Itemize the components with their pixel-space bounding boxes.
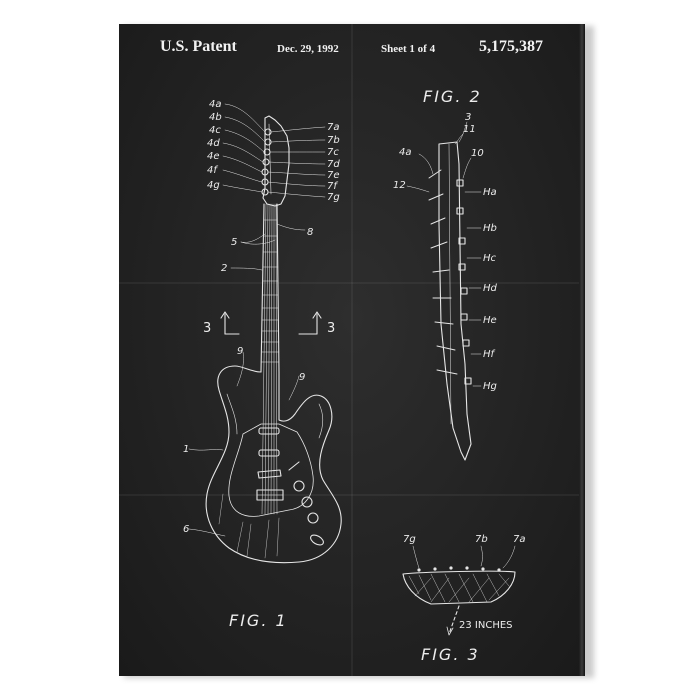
selector-switch xyxy=(288,461,300,471)
patent-print-canvas: U.S. Patent Dec. 29, 1992 Sheet 1 of 4 5… xyxy=(119,24,585,676)
label-2: 2 xyxy=(221,263,227,274)
label-9-right: 9 xyxy=(299,372,305,383)
fig1-title: FIG. 1 xyxy=(229,611,288,630)
section-3-right: 3 xyxy=(327,321,335,336)
patent-label: U.S. Patent xyxy=(160,38,237,55)
label-7a-fig3: 7a xyxy=(513,534,526,545)
label-7b-fig3: 7b xyxy=(475,534,488,545)
height-leaders xyxy=(406,121,482,387)
label-Hb: Hb xyxy=(483,223,497,234)
label-7c: 7c xyxy=(327,147,339,158)
section-marker-right xyxy=(298,311,322,335)
neck-right-edge xyxy=(276,203,280,373)
label-4a: 4a xyxy=(209,99,222,110)
string-dots xyxy=(417,566,501,572)
headstock-profile-drawing xyxy=(406,121,482,461)
label-4d: 4d xyxy=(207,138,220,149)
label-7d: 7d xyxy=(327,159,340,170)
guitar-body-outline xyxy=(205,365,342,564)
label-Hd: Hd xyxy=(483,283,498,294)
label-7g: 7g xyxy=(327,192,340,203)
label-fig2-4a: 4a xyxy=(399,147,412,158)
label-4f: 4f xyxy=(207,165,218,176)
peg-posts-fig2 xyxy=(428,169,458,375)
pickup-middle xyxy=(258,449,280,457)
neck-left-edge xyxy=(260,203,265,373)
fretboard-section xyxy=(402,570,516,605)
volume-knob xyxy=(293,480,305,492)
label-9-left: 9 xyxy=(237,346,243,357)
label-7g-fig3: 7g xyxy=(403,534,416,545)
strings xyxy=(261,203,278,515)
label-radius: 23 INCHES xyxy=(459,620,513,631)
patent-number: 5,175,387 xyxy=(479,38,543,55)
pickguard xyxy=(228,423,314,517)
label-fig2-11: 11 xyxy=(463,124,476,135)
label-7a: 7a xyxy=(327,122,340,133)
label-fig2-12: 12 xyxy=(393,180,406,191)
label-5: 5 xyxy=(231,237,237,248)
sheet-number: Sheet 1 of 4 xyxy=(381,43,436,55)
label-8: 8 xyxy=(307,227,313,238)
label-Hg: Hg xyxy=(483,381,497,392)
label-7f: 7f xyxy=(327,181,338,192)
label-7e: 7e xyxy=(327,170,340,181)
patent-drawing: 4a 4b 4c 4d 4e 4f 4g 7a 7b 7c 7d 7e 7f 7… xyxy=(183,87,526,664)
tone-knob-1 xyxy=(301,496,313,508)
section-3-left: 3 xyxy=(203,321,211,336)
fret-radius-drawing xyxy=(402,545,516,636)
pickup-bridge xyxy=(257,469,282,479)
label-4g: 4g xyxy=(207,180,220,191)
fold-line-horizontal xyxy=(119,494,585,496)
label-1: 1 xyxy=(183,444,189,455)
fold-line-vertical xyxy=(351,24,353,676)
label-4c: 4c xyxy=(209,125,221,136)
guitar-drawing xyxy=(188,103,342,564)
label-6: 6 xyxy=(183,524,189,535)
label-7b: 7b xyxy=(327,135,340,146)
canvas-edge xyxy=(579,24,585,676)
label-fig2-3: 3 xyxy=(465,112,471,123)
pickup-neck xyxy=(258,427,280,435)
jack-plate xyxy=(310,534,324,546)
label-He: He xyxy=(483,315,497,326)
fold-line-horizontal xyxy=(119,282,585,284)
label-Hc: Hc xyxy=(483,253,497,264)
patent-date: Dec. 29, 1992 xyxy=(277,43,339,55)
fig3-title: FIG. 3 xyxy=(421,645,480,664)
label-fig2-10: 10 xyxy=(471,148,484,159)
label-4e: 4e xyxy=(207,151,220,162)
label-Ha: Ha xyxy=(483,187,497,198)
radius-line xyxy=(448,605,460,635)
fig2-title: FIG. 2 xyxy=(423,87,482,106)
tone-knob-2 xyxy=(307,512,319,524)
label-Hf: Hf xyxy=(483,349,496,360)
section-marker-left xyxy=(220,311,240,335)
peg-tops-fig2 xyxy=(456,179,472,385)
headstock-profile-outline xyxy=(438,141,472,461)
label-4b: 4b xyxy=(209,112,222,123)
fretboard-hatching xyxy=(408,573,510,603)
headstock-outline xyxy=(262,115,290,207)
leader-lines xyxy=(188,103,326,537)
